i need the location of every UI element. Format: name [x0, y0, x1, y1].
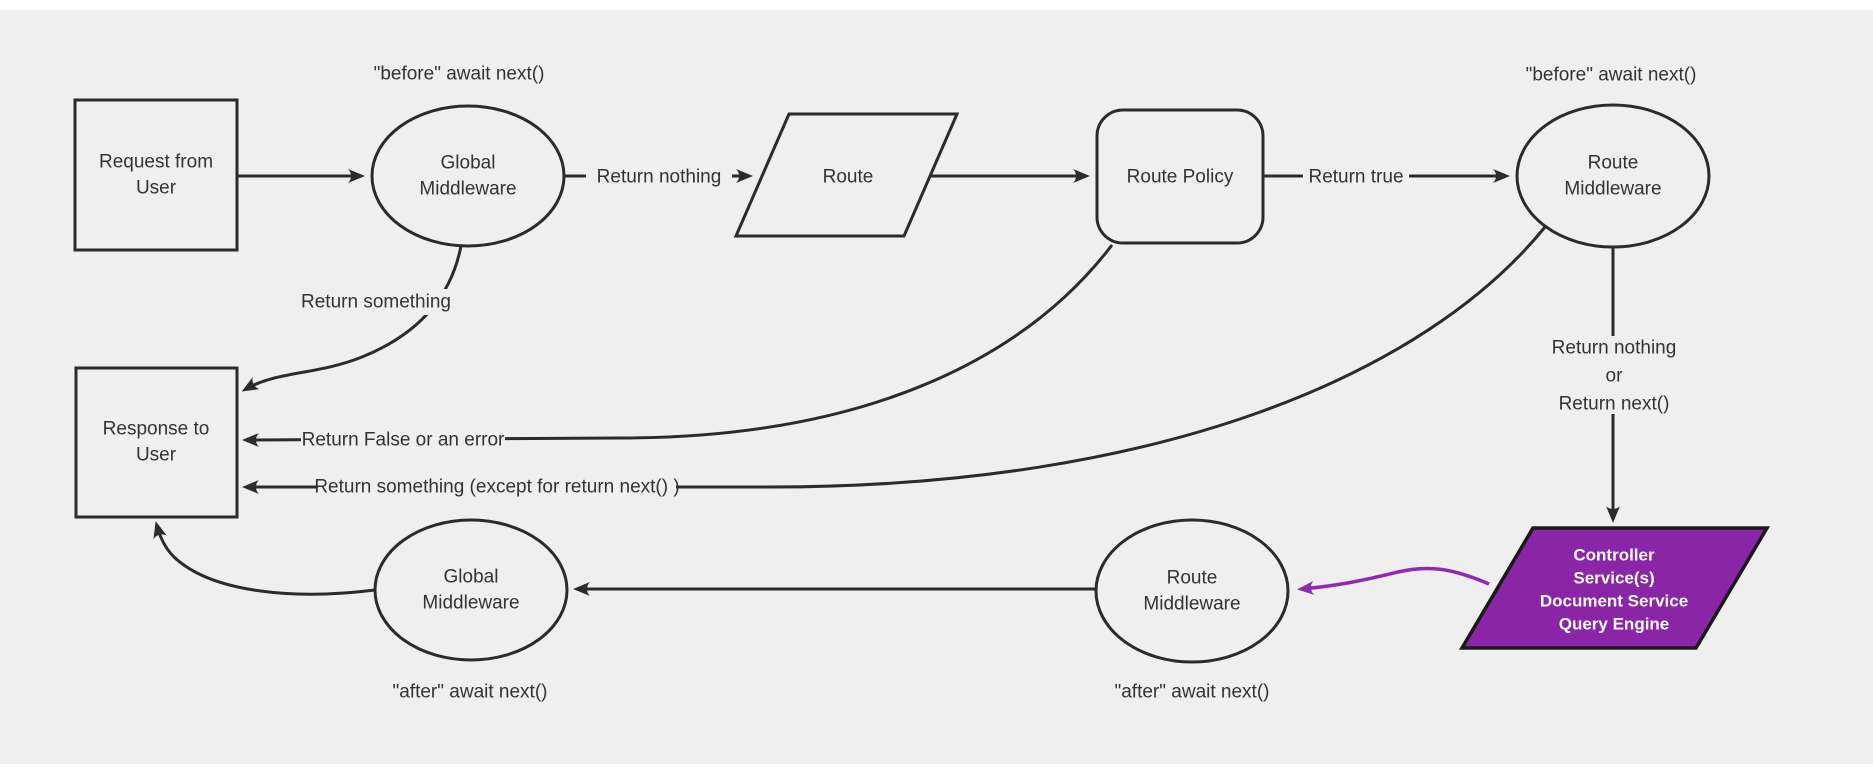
route-middleware-bottom-shape	[1094, 518, 1290, 664]
return-something-label-bg	[298, 289, 454, 315]
return-nothing-or-label-line2: or	[1606, 366, 1624, 387]
node-request-from-user: Request from User	[73, 98, 239, 252]
node-controller-services: Controller Service(s) Document Service Q…	[1458, 526, 1771, 650]
return-true-label-bg	[1303, 164, 1409, 190]
global-middleware-top-shape	[370, 104, 566, 248]
edge-label-return-nothing: Return nothing	[586, 164, 732, 190]
return-true-label: Return true	[1308, 167, 1403, 188]
response-to-user-label-line1: Response to	[103, 419, 210, 440]
route-middleware-bottom-label-line1: Route	[1167, 568, 1218, 589]
node-global-middleware-top: Global Middleware	[370, 104, 566, 248]
before-await-next-top-left-label: "before" await next()	[374, 64, 545, 85]
route-policy-shape	[1095, 108, 1265, 245]
controller-services-shape	[1458, 526, 1771, 650]
request-from-user-shape	[73, 98, 239, 252]
route-policy-label: Route Policy	[1127, 167, 1234, 188]
route-middleware-bottom-label-line2: Middleware	[1143, 594, 1240, 615]
response-to-user-shape	[74, 366, 239, 519]
controller-services-label-line2: Service(s)	[1573, 569, 1654, 588]
edge-global-middleware-bottom-to-response	[153, 521, 376, 596]
edge-label-return-nothing-or-next: Return nothing or Return next()	[1552, 338, 1677, 415]
after-await-next-bottom-right-label: "after" await next()	[1115, 682, 1270, 703]
controller-services-label-line1: Controller	[1573, 546, 1655, 565]
node-route: Route	[733, 112, 960, 238]
return-false-label-bg	[301, 427, 505, 453]
request-from-user-label-line1: Request from	[99, 152, 213, 173]
route-middleware-top-label-line2: Middleware	[1564, 179, 1661, 200]
edge-controller-to-route-middleware-bottom	[1297, 566, 1490, 595]
after-await-next-bottom-left-label: "after" await next()	[393, 682, 548, 703]
node-route-middleware-bottom: Route Middleware	[1094, 518, 1290, 664]
edge-label-return-something: Return something	[298, 289, 454, 315]
return-nothing-or-label-line1: Return nothing	[1552, 338, 1677, 359]
return-something-label: Return something	[301, 292, 451, 313]
request-from-user-label-line2: User	[136, 178, 177, 199]
node-global-middleware-bottom: Global Middleware	[373, 518, 569, 662]
global-middleware-bottom-label-line2: Middleware	[422, 593, 519, 614]
return-false-label: Return False or an error	[302, 430, 505, 451]
route-middleware-top-shape	[1515, 103, 1711, 249]
controller-services-label-line3: Document Service	[1540, 592, 1688, 611]
return-something-except-label-bg	[318, 473, 676, 501]
edge-return-something-to-response	[241, 245, 463, 392]
global-middleware-top-label-line2: Middleware	[419, 179, 516, 200]
edge-label-return-something-except: Return something (except for return next…	[314, 473, 680, 501]
before-await-next-top-right-label: "before" await next()	[1526, 65, 1697, 86]
node-route-middleware-top: Route Middleware	[1515, 103, 1711, 249]
edge-label-return-false-or-error: Return False or an error	[301, 427, 505, 453]
return-nothing-label-bg	[586, 164, 732, 190]
return-nothing-or-label-line3: Return next()	[1559, 394, 1670, 415]
edge-label-return-true: Return true	[1303, 164, 1409, 190]
node-response-to-user: Response to User	[74, 366, 239, 519]
response-to-user-label-line2: User	[136, 445, 177, 466]
controller-services-label-line4: Query Engine	[1559, 615, 1670, 634]
global-middleware-bottom-shape	[373, 518, 569, 662]
return-something-except-label: Return something (except for return next…	[314, 477, 679, 498]
route-middleware-top-label-line1: Route	[1588, 153, 1639, 174]
route-label: Route	[823, 167, 874, 188]
global-middleware-top-label-line1: Global	[441, 153, 496, 174]
global-middleware-bottom-label-line1: Global	[444, 567, 499, 588]
route-shape	[733, 112, 960, 238]
node-route-policy: Route Policy	[1095, 108, 1265, 245]
return-nothing-label: Return nothing	[597, 167, 722, 188]
